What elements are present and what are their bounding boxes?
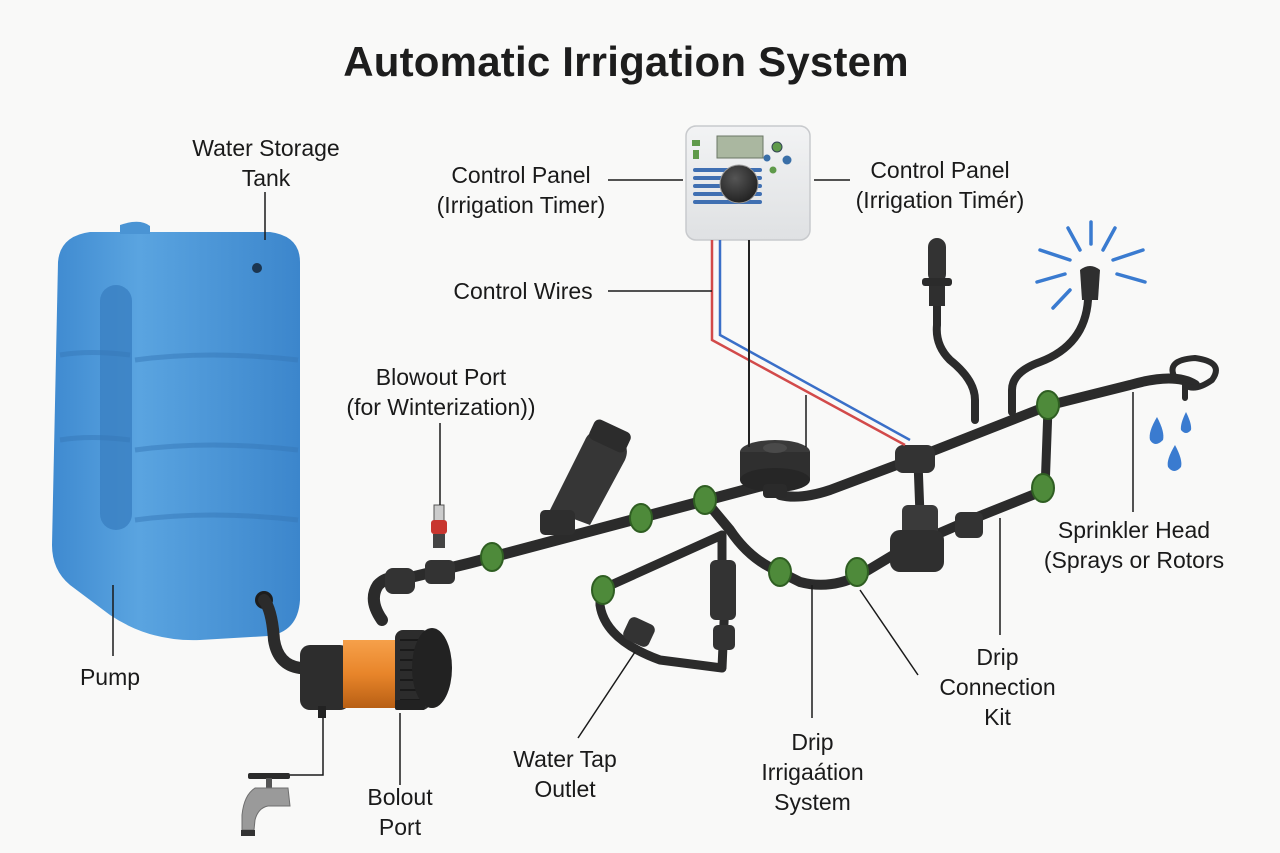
- valve-icon: [740, 440, 810, 498]
- label-line: Control Wires: [453, 278, 593, 304]
- faucet-icon: [241, 773, 291, 836]
- label-drip-irrigation-system: Drip Irrigaátion System: [750, 727, 875, 817]
- pump-icon: [300, 628, 452, 718]
- label-line: Outlet: [534, 776, 596, 802]
- valve-right-icon: [890, 445, 983, 572]
- label-line: Tank: [241, 165, 291, 191]
- blowout-port-icon: [431, 504, 447, 548]
- label-line: Control Panel: [451, 162, 591, 188]
- label-line: Drip: [791, 729, 834, 755]
- label-line: Pump: [79, 664, 141, 690]
- label-bolout-port: Bolout Port: [355, 782, 445, 842]
- label-line: (Irrigation Timér): [855, 187, 1025, 213]
- label-control-wires: Control Wires: [438, 276, 608, 306]
- label-line: Kit: [984, 704, 1011, 730]
- irrigation-timer-icon: [685, 125, 811, 241]
- page-title: Automatic Irrigation System: [343, 38, 909, 85]
- label-line: Water Tap: [513, 746, 617, 772]
- control-wires: [710, 240, 911, 447]
- label-water-storage-tank: Water Storage Tank: [168, 133, 364, 193]
- label-drip-connection-kit: Drip Connection Kit: [925, 642, 1070, 732]
- label-line: Bolout: [367, 784, 433, 810]
- label-line: Drip: [976, 644, 1019, 670]
- label-line: (Irrigation Timer): [436, 192, 606, 218]
- water-tank-icon: [52, 221, 300, 641]
- label-water-tap-outlet: Water Tap Outlet: [500, 744, 630, 804]
- inline-fittings: [385, 560, 736, 650]
- filter-icon: [540, 419, 631, 535]
- label-control-panel-left: Control Panel (Irrigation Timer): [412, 160, 630, 220]
- label-pump: Pump: [70, 662, 150, 692]
- label-line: Irrigaátion: [761, 759, 864, 785]
- water-drop-icon: [1149, 412, 1192, 471]
- label-blowout-port: Blowout Port (for Winterization)): [335, 362, 547, 422]
- label-line: Sprinkler Head: [1057, 517, 1211, 543]
- label-line: Control Panel: [870, 157, 1010, 183]
- label-line: Port: [378, 814, 422, 840]
- label-sprinkler-head: Sprinkler Head (Sprays or Rotors: [1040, 515, 1228, 575]
- rotor-spray-head-icon: [1035, 220, 1147, 310]
- label-line: Water Storage: [192, 135, 340, 161]
- leader-lines: [112, 179, 1134, 785]
- drip-connectors: [480, 390, 1060, 605]
- label-control-panel-right: Control Panel (Irrigation Timér): [840, 155, 1040, 215]
- label-line: (Sprays or Rotors: [1043, 547, 1225, 573]
- label-line: Connection: [939, 674, 1056, 700]
- label-line: System: [774, 789, 851, 815]
- label-line: Blowout Port: [375, 364, 507, 390]
- sprinkler-head-icon: [922, 238, 952, 306]
- label-line: (for Winterization)): [346, 394, 536, 420]
